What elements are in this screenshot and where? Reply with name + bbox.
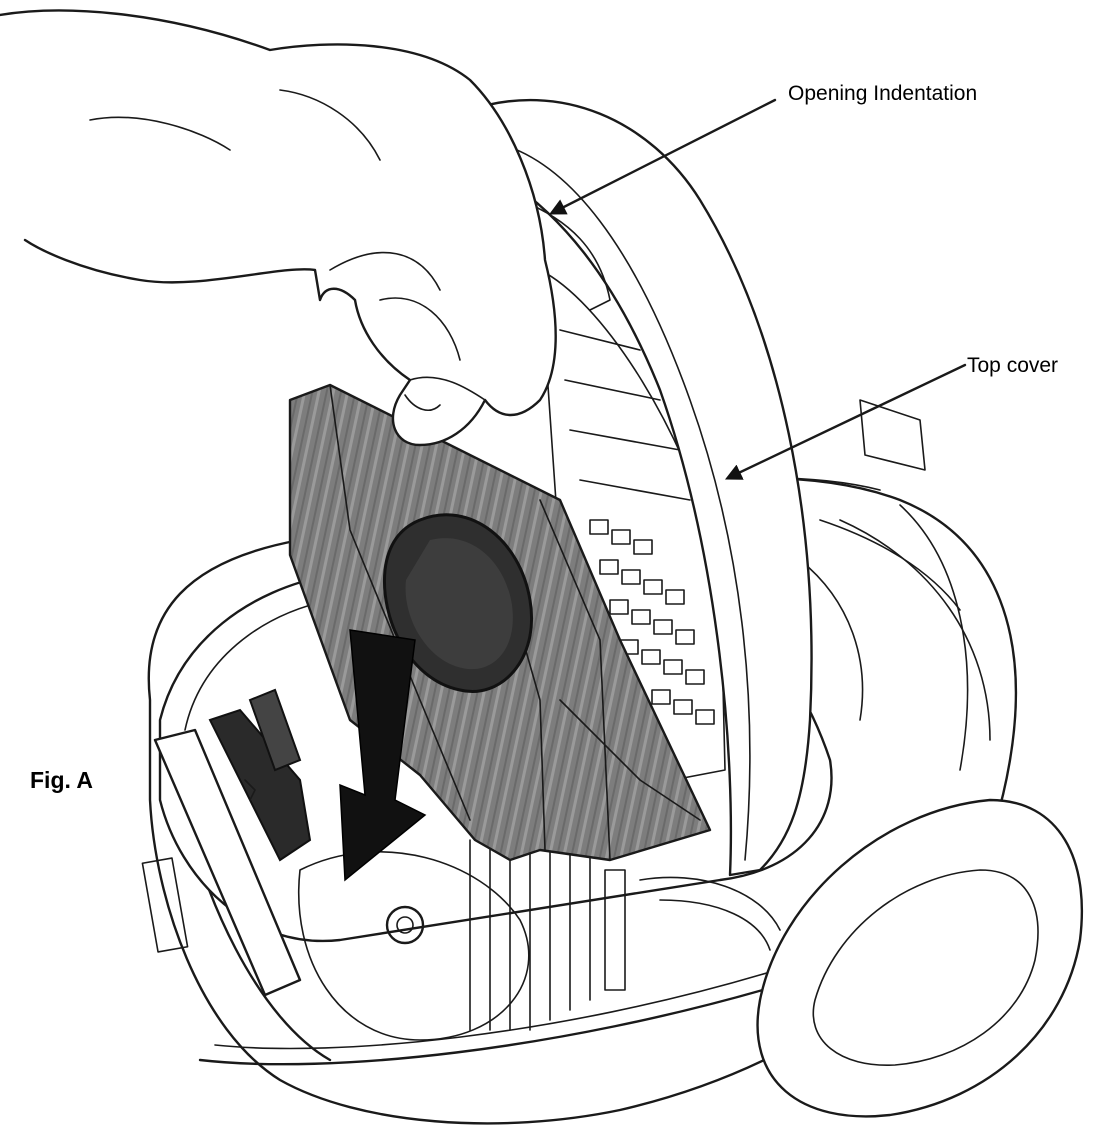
figure-label: Fig. A <box>30 767 93 793</box>
opening-indentation-label: Opening Indentation <box>788 82 977 105</box>
top-cover-label: Top cover <box>967 354 1058 377</box>
hand <box>0 11 556 445</box>
